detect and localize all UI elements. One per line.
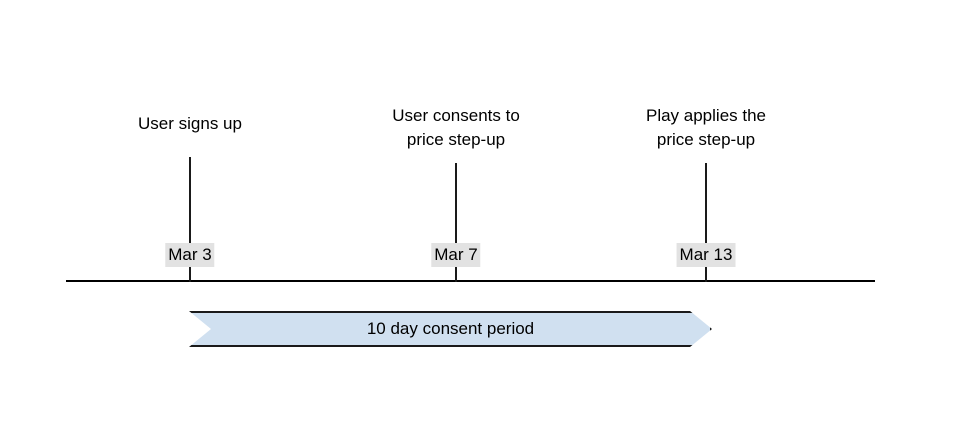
milestone-date-label: Mar 7 <box>431 243 481 267</box>
milestone-label-line: price step-up <box>406 130 506 149</box>
milestone-label-line: User consents to <box>392 106 520 125</box>
milestone-label-line: Play applies the <box>645 106 767 125</box>
milestone-label: User consents to price step-up <box>392 104 520 152</box>
milestone-date-label: Mar 3 <box>165 243 215 267</box>
milestone-date-label: Mar 13 <box>676 243 736 267</box>
milestone-tick <box>705 163 707 282</box>
milestone-label-line: User signs up <box>138 114 242 133</box>
consent-period-label: 10 day consent period <box>366 319 535 338</box>
timeline-axis <box>66 280 875 282</box>
milestone-tick <box>455 163 457 282</box>
milestone-label: User signs up <box>138 112 242 136</box>
milestone-label-line: price step-up <box>656 130 756 149</box>
consent-period-banner: 10 day consent period <box>189 311 712 347</box>
milestone-tick <box>189 157 191 282</box>
milestone-label: Play applies the price step-up <box>646 104 766 152</box>
